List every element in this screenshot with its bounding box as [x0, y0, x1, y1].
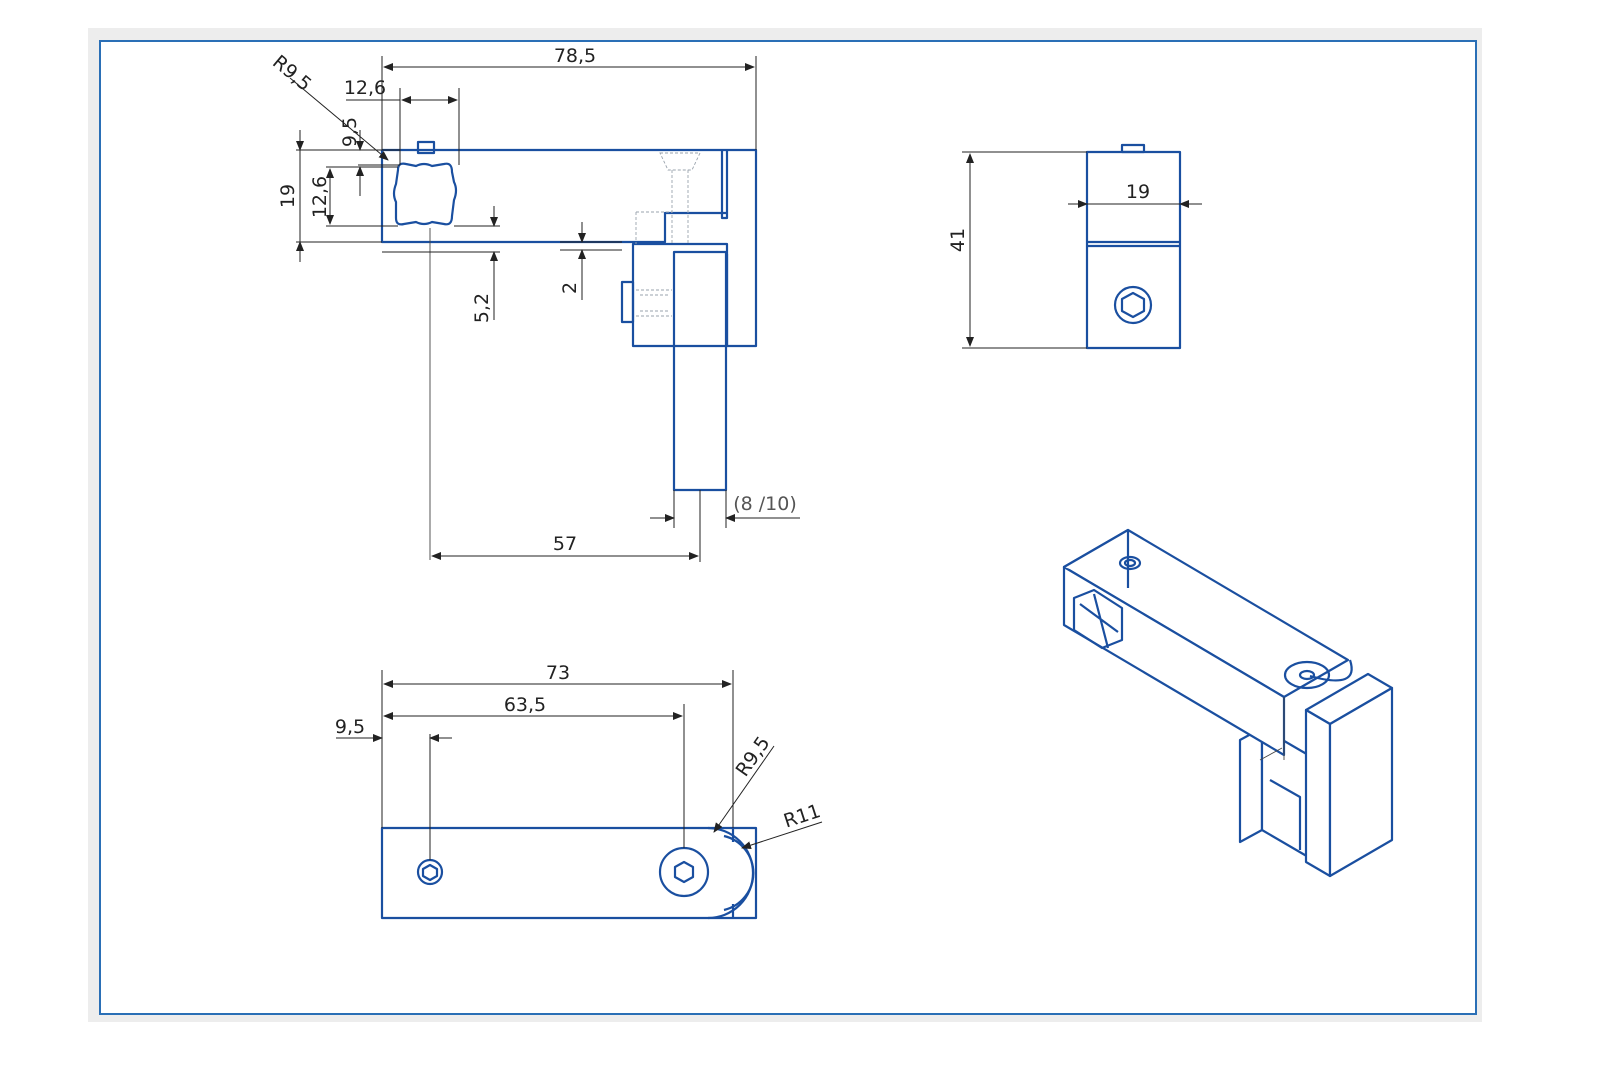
top-small-hex-icon — [421, 863, 439, 882]
front-top-nub — [416, 140, 436, 155]
front-profile-slot — [392, 162, 458, 226]
dim-radius-outer: R11 — [781, 800, 823, 832]
iso-edges — [1259, 697, 1285, 761]
dim-extension — [382, 225, 500, 253]
dim-extension — [962, 151, 1087, 349]
dim-radius-corner: R9,5 — [268, 51, 315, 96]
iso-profile-slot — [1072, 588, 1124, 650]
dim-offset-a: 5,2 — [471, 293, 493, 323]
side-view: 41 19 — [947, 143, 1202, 350]
dim-leader-radius — [289, 77, 389, 161]
side-split-line — [1087, 240, 1180, 248]
front-hidden-screw — [635, 152, 701, 317]
iso-block-front — [1304, 708, 1332, 878]
side-hex-bore — [1113, 285, 1153, 325]
top-round-end-outer — [723, 834, 755, 912]
dim-slot-height: 12,6 — [309, 176, 331, 218]
dim-extension — [326, 166, 398, 227]
iso-large-bore — [1283, 660, 1331, 690]
dim-hole-offset: 9,5 — [335, 716, 365, 738]
iso-large-bore-inner — [1298, 669, 1316, 681]
front-view: 78,5 12,6 R9,5 9,5 19 12,6 5,2 2 — [268, 45, 800, 562]
top-large-bore — [658, 846, 710, 898]
front-screw-head — [620, 280, 635, 324]
side-top-nub — [1120, 143, 1146, 154]
dim-side-width: 19 — [1126, 181, 1150, 203]
iso-block-side — [1328, 686, 1394, 878]
dim-bar-note: (8 /10) — [733, 493, 797, 515]
dim-leader-inner-radius — [713, 745, 775, 833]
iso-round-end — [1309, 659, 1353, 682]
dim-slot-width: 12,6 — [344, 77, 386, 99]
dim-height: 19 — [277, 184, 299, 208]
front-main-body — [380, 148, 758, 348]
isometric-view — [1062, 528, 1394, 878]
iso-slot-inner — [1079, 593, 1119, 649]
dim-hole-dist: 63,5 — [504, 694, 546, 716]
dim-extension — [296, 149, 382, 243]
dim-extension — [381, 56, 757, 150]
top-large-hex-icon — [673, 860, 695, 884]
top-body — [380, 826, 758, 920]
dim-extension — [560, 241, 622, 251]
iso-small-hole — [1118, 555, 1142, 571]
dim-center-dist: 57 — [553, 533, 577, 555]
dim-leader-outer-radius — [741, 821, 823, 850]
dim-extension — [381, 670, 734, 828]
dim-extension — [399, 88, 460, 165]
iso-bar-edge — [1269, 779, 1302, 850]
dim-offset-b: 2 — [559, 282, 581, 294]
dim-side-height: 41 — [947, 228, 969, 252]
top-round-end — [707, 826, 755, 920]
iso-small-hole-inner — [1123, 558, 1137, 568]
front-hanging-bar — [672, 250, 728, 492]
dim-slot-offset: 9,5 — [339, 117, 361, 147]
dim-width-total: 78,5 — [554, 45, 596, 67]
iso-bar-front — [1238, 726, 1264, 844]
side-hex-socket-icon — [1120, 291, 1146, 319]
dim-length: 73 — [546, 662, 570, 684]
dim-radius-inner: R9,5 — [732, 732, 775, 780]
top-view: 73 63,5 9,5 R9,5 R11 — [335, 662, 823, 920]
